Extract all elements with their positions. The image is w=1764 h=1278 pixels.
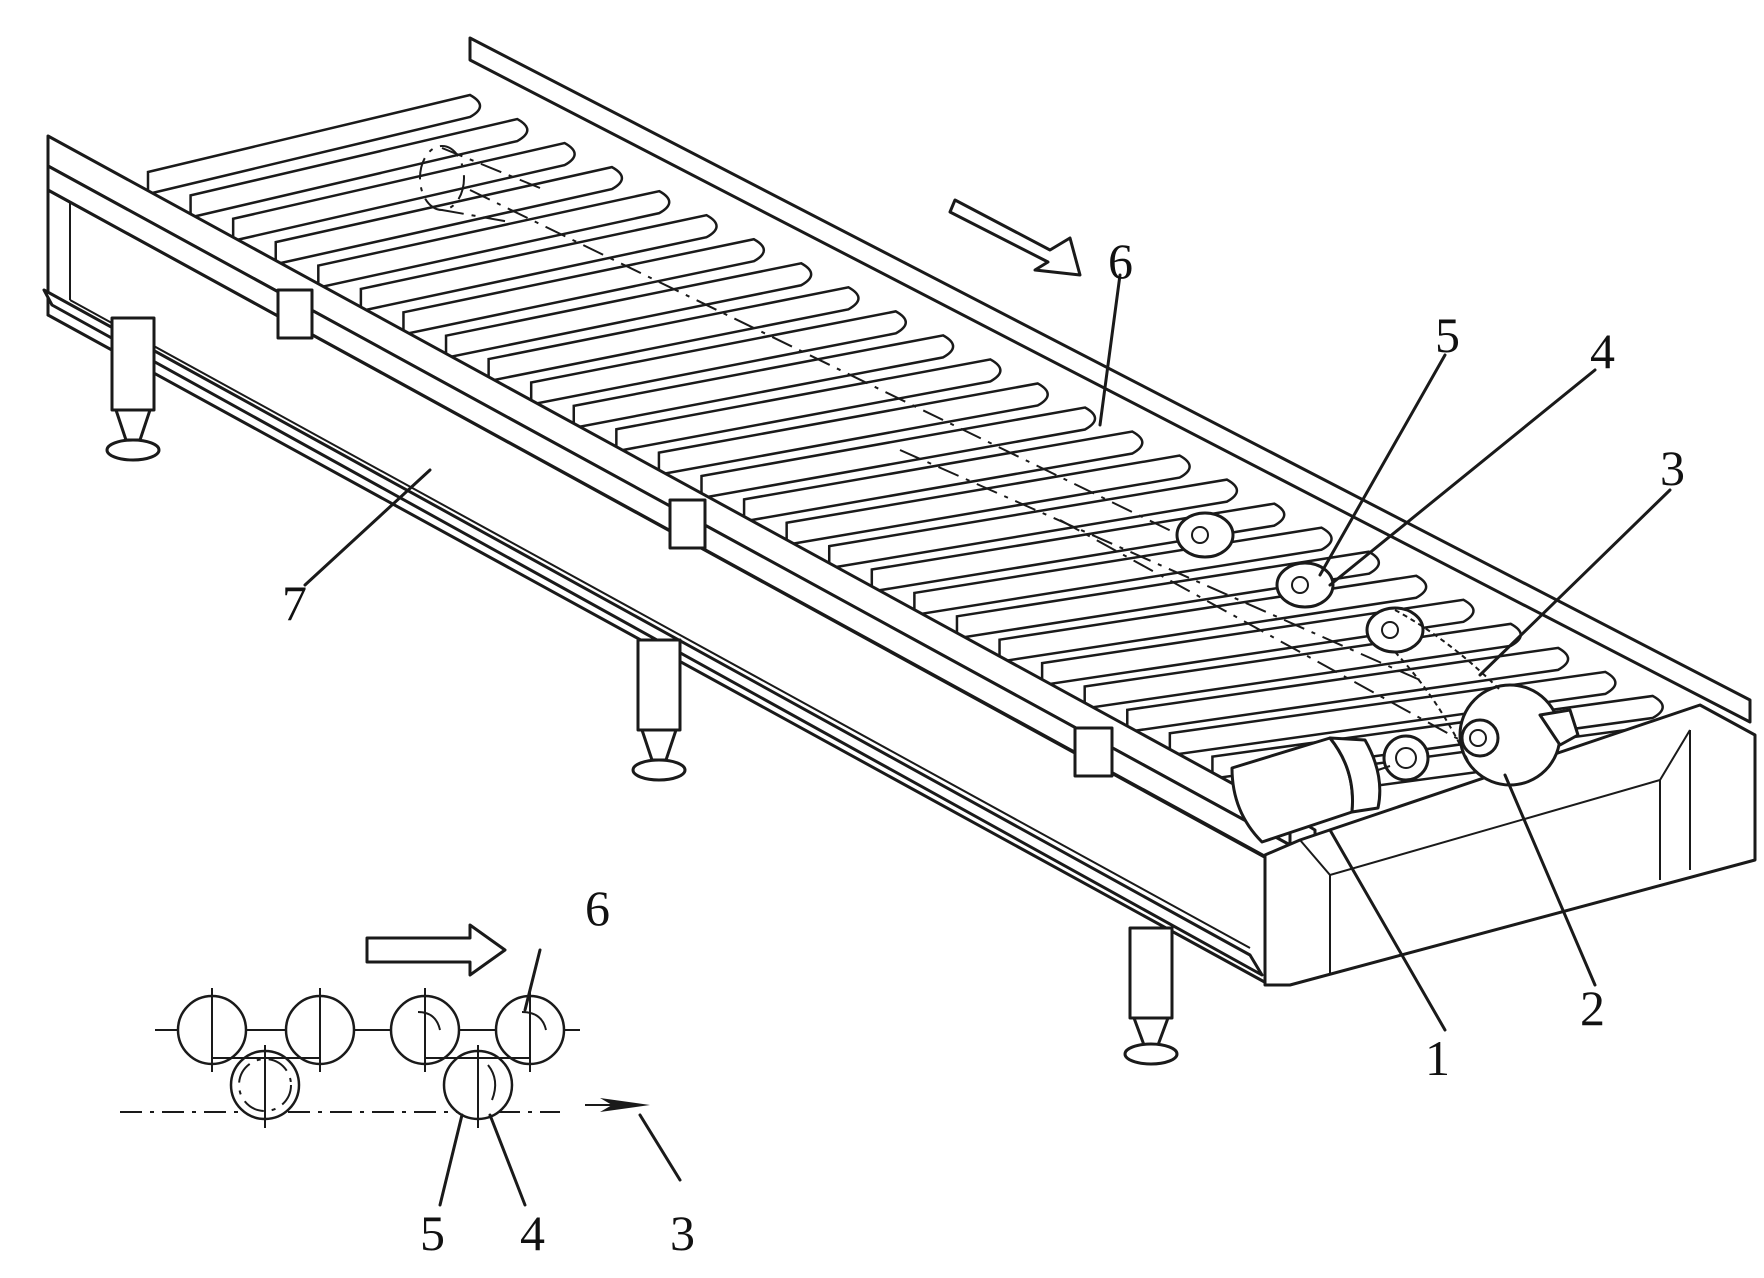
callout-2: 2 [1580,980,1605,1036]
rail-clip [668,498,707,550]
inset-bracket [424,1057,531,1070]
support-leg [105,316,161,462]
inset-leader-lines [438,948,682,1207]
inset-lower-roller-drive [442,1045,514,1128]
inset-callout-labels: 6 5 4 3 [420,880,695,1261]
conveyor-roller [487,285,860,383]
conveyor-roller [444,261,813,360]
workpiece-outline [419,145,541,223]
conveyor-assembly: 1 2 3 4 5 6 7 [42,36,1757,1086]
inset-callout-4: 4 [520,1205,545,1261]
conveyor-roller [742,430,1144,523]
callout-7: 7 [282,575,307,631]
rail-clip [1073,726,1114,778]
gearbox-sprocket [1458,683,1580,787]
conveyor-roller [827,478,1239,570]
callout-5: 5 [1435,307,1460,363]
end-frame [1263,703,1757,987]
conveyor-roller [402,237,766,336]
conveyor-roller [657,382,1049,477]
inset-upper-roller [284,988,356,1072]
roller-sprocket [1175,511,1235,559]
conveyor-roller [359,213,718,313]
conveyor-roller [529,310,907,406]
inset-lower-roller-phantom [229,1045,301,1128]
support-leg [631,638,687,782]
rail-clip [276,288,314,340]
drive-chain [1394,609,1501,766]
inset-callout-3: 3 [670,1205,695,1261]
back-rail [468,36,1752,724]
leader-lines [303,273,1672,1032]
conveyor-roller [1126,646,1570,734]
conveyor-roller [146,93,482,196]
inset-bracket [211,1057,321,1070]
inset-schematic: 6 5 4 3 [120,880,695,1261]
conveyor-roller [189,117,529,219]
conveyor-roller [615,358,1002,453]
roller-sprocket [1365,606,1425,654]
conveyor-roller [572,334,955,430]
callout-6: 6 [1108,233,1133,289]
callout-4: 4 [1590,323,1615,379]
conveyor-roller [274,165,624,266]
conveyor-roller [317,189,671,290]
inset-callout-5: 5 [420,1205,445,1261]
callout-3: 3 [1660,440,1685,496]
callout-labels: 1 2 3 4 5 6 7 [282,233,1685,1086]
conveyor-roller [1040,598,1475,687]
inset-callout-6: 6 [585,880,610,936]
conveyor-roller [700,406,1097,500]
shaft-centerlines [469,189,1461,741]
flow-direction-arrow [948,198,1082,277]
inset-direction-arrow [365,923,507,977]
callout-1: 1 [1425,1030,1450,1086]
drive-motor [1230,734,1430,844]
support-leg [1123,926,1179,1066]
conveyor-roller [785,454,1191,547]
